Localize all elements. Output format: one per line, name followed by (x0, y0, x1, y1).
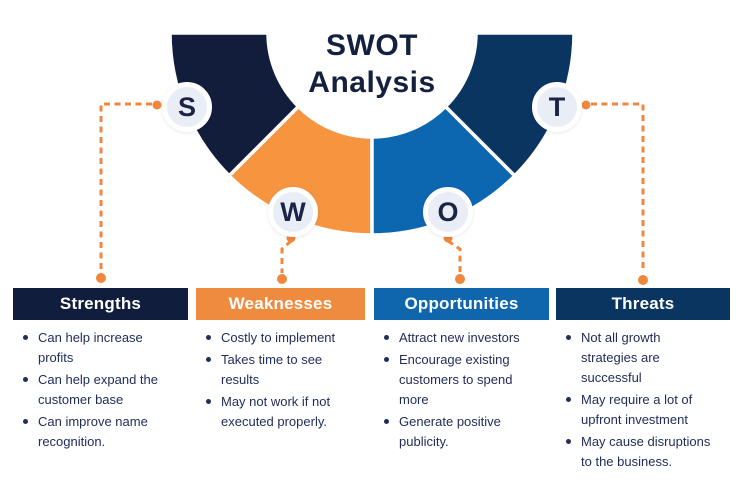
badge-s: S (162, 82, 212, 132)
connector-strengths-start-dot (152, 100, 162, 110)
connector-opportunities-line (447, 239, 462, 273)
bullet-icon (566, 335, 571, 340)
list-item: Can help expand the customer base (23, 370, 175, 410)
list-item-text: Generate positive publicity. (399, 414, 501, 449)
list-item: May not work if not executed properly. (206, 392, 352, 432)
list-opportunities: Attract new investors Encourage existing… (374, 328, 549, 452)
list-item: May cause disruptions to the business. (566, 432, 717, 472)
connector-weaknesses-line (280, 239, 292, 273)
connector-strengths (96, 100, 162, 283)
list-item-text: Costly to implement (221, 330, 336, 345)
connector-threats (581, 100, 648, 285)
list-threats: Not all growth strategies are successful… (556, 328, 730, 472)
list-item-text: May require a lot of upfront investment (581, 392, 693, 427)
bullet-icon (384, 335, 389, 340)
header-weaknesses: Weaknesses (196, 288, 365, 320)
connector-opportunities-end-dot (455, 274, 465, 284)
bullet-icon (566, 439, 571, 444)
list-item: Costly to implement (206, 328, 352, 348)
list-item: Encourage existing customers to spend mo… (384, 350, 536, 410)
list-item-text: May cause disruptions to the business. (581, 434, 711, 469)
connector-strengths-line (99, 102, 152, 271)
list-item: Not all growth strategies are successful (566, 328, 717, 388)
connector-opportunities (443, 233, 465, 284)
bullet-icon (23, 419, 28, 424)
list-weaknesses: Costly to implement Takes time to see re… (196, 328, 365, 432)
bullet-icon (206, 335, 211, 340)
list-item-text: Encourage existing customers to spend mo… (399, 352, 513, 407)
column-threats: Threats Not all growth strategies are su… (556, 288, 730, 474)
list-item-text: Takes time to see results (221, 352, 323, 387)
header-opportunities: Opportunities (374, 288, 549, 320)
connector-threats-start-dot (581, 100, 591, 110)
list-item-text: Can help increase profits (38, 330, 143, 365)
connector-threats-line (591, 102, 645, 272)
list-item: Generate positive publicity. (384, 412, 536, 452)
list-item-text: Not all growth strategies are successful (581, 330, 661, 385)
list-item: May require a lot of upfront investment (566, 390, 717, 430)
connector-weaknesses (277, 233, 296, 284)
diagram-title-line2: Analysis (308, 66, 436, 99)
bullet-icon (384, 357, 389, 362)
list-strengths: Can help increase profits Can help expan… (13, 328, 188, 452)
connector-strengths-end-dot (96, 273, 106, 283)
column-strengths: Strengths Can help increase profits Can … (13, 288, 188, 454)
list-item-text: Attract new investors (399, 330, 520, 345)
list-item: Can improve name recognition. (23, 412, 175, 452)
list-item: Attract new investors (384, 328, 536, 348)
header-threats: Threats (556, 288, 730, 320)
column-weaknesses: Weaknesses Costly to implement Takes tim… (196, 288, 365, 434)
list-item-text: Can help expand the customer base (38, 372, 158, 407)
bullet-icon (23, 335, 28, 340)
diagram-title: SWOT Analysis (272, 27, 472, 101)
bullet-icon (384, 419, 389, 424)
list-item-text: Can improve name recognition. (38, 414, 148, 449)
connector-weaknesses-end-dot (277, 274, 287, 284)
list-item: Takes time to see results (206, 350, 352, 390)
badge-o: O (423, 187, 473, 237)
list-item-text: May not work if not executed properly. (221, 394, 331, 429)
bullet-icon (566, 397, 571, 402)
badge-t: T (532, 82, 582, 132)
connector-threats-end-dot (638, 275, 648, 285)
header-strengths: Strengths (13, 288, 188, 320)
badge-w: W (268, 187, 318, 237)
bullet-icon (23, 377, 28, 382)
column-opportunities: Opportunities Attract new investors Enco… (374, 288, 549, 454)
list-item: Can help increase profits (23, 328, 175, 368)
bullet-icon (206, 399, 211, 404)
bullet-icon (206, 357, 211, 362)
wedge-threats (443, 31, 576, 179)
diagram-title-line1: SWOT (326, 29, 418, 62)
